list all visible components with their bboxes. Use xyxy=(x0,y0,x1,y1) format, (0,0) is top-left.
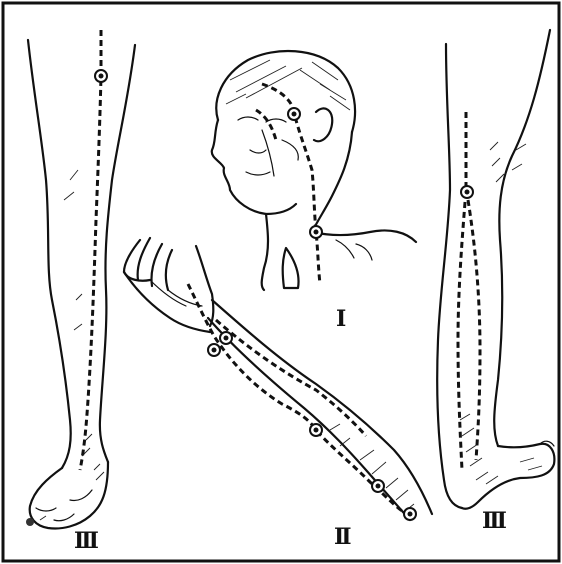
head-point-neck xyxy=(310,226,322,238)
left-leg-meridian-line xyxy=(80,30,101,470)
arm-drawing xyxy=(124,238,432,520)
right-leg-point xyxy=(461,186,473,198)
arm-point-2 xyxy=(208,344,220,356)
head-point-upper xyxy=(288,108,300,120)
frame-border xyxy=(3,3,559,561)
left-leg-point xyxy=(95,70,107,82)
arm-point-5 xyxy=(404,508,416,520)
arm-point-3 xyxy=(310,424,322,436)
right-leg-meridian-branch xyxy=(468,200,480,460)
head-meridian-branch xyxy=(256,110,276,140)
arm-point-1 xyxy=(220,332,232,344)
toe-mark xyxy=(26,518,34,526)
label-figure-III-left: III xyxy=(74,528,96,554)
right-leg-drawing xyxy=(437,30,554,509)
label-figure-I: I xyxy=(336,306,343,332)
arm-meridian-branch xyxy=(216,320,366,436)
label-figure-III-right: III xyxy=(482,508,504,534)
arm-point-4 xyxy=(372,480,384,492)
head-drawing xyxy=(212,51,416,290)
left-leg-drawing xyxy=(26,40,135,529)
label-figure-II: II xyxy=(334,524,349,550)
right-leg-meridian-line xyxy=(458,112,466,470)
